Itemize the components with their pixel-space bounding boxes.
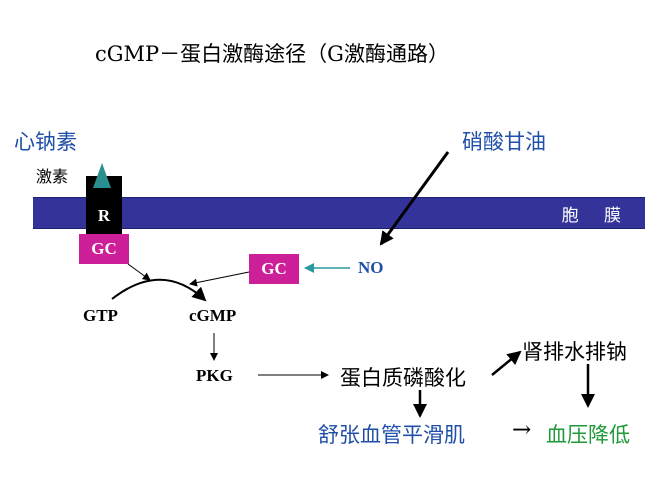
diagram-title: cGMP－蛋白激酶途径（G激酶通路） bbox=[95, 42, 449, 66]
nitroglycerin-arrow bbox=[379, 151, 450, 246]
gc2-catalysis-arrow bbox=[189, 271, 250, 287]
nitroglycerin-label: 硝酸甘油 bbox=[462, 130, 546, 154]
arrow-glyph: → bbox=[512, 417, 532, 443]
cgmp-label: cGMP bbox=[189, 306, 237, 325]
hormone-name: 心钠素 bbox=[14, 130, 77, 154]
cell-membrane: 胞 膜 bbox=[33, 197, 645, 229]
gtp-label: GTP bbox=[83, 306, 118, 325]
kidney-effect-label: 肾排水排钠 bbox=[522, 340, 627, 364]
membrane-gc-box: GC bbox=[79, 234, 129, 264]
protein-phosphorylation-label: 蛋白质磷酸化 bbox=[340, 366, 466, 390]
membrane-label: 胞 膜 bbox=[561, 206, 631, 226]
gtp-to-cgmp-arrow bbox=[111, 278, 207, 302]
smooth-muscle-effect-label: 舒张血管平滑肌 bbox=[318, 423, 465, 447]
hormone-label: 激素 bbox=[36, 167, 69, 186]
phosphorylation-to-kidney-arrow bbox=[491, 350, 522, 376]
gc1-catalysis-arrow bbox=[127, 263, 151, 281]
soluble-gc-box: GC bbox=[249, 254, 299, 284]
bp-effect-label: 血压降低 bbox=[546, 423, 630, 447]
no-label: NO bbox=[358, 258, 384, 277]
receptor: R bbox=[86, 176, 122, 234]
hormone-triangle bbox=[93, 163, 111, 188]
receptor-label: R bbox=[97, 206, 111, 225]
pkg-label: PKG bbox=[196, 366, 233, 385]
